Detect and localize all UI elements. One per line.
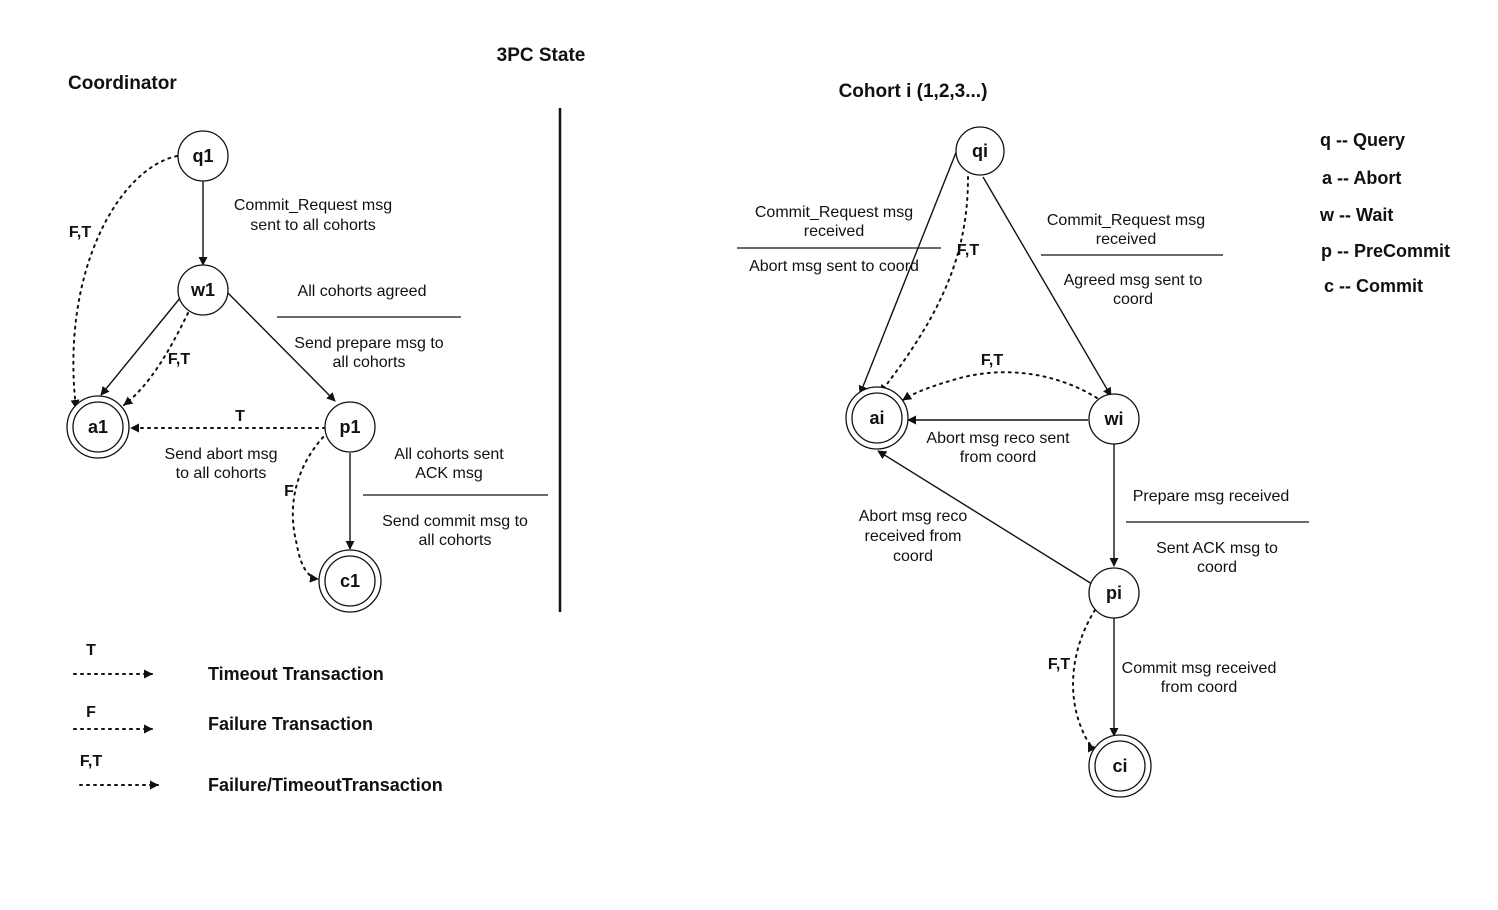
- label-qi-wi-condition-line1: Commit_Request msg: [1047, 212, 1205, 229]
- state-ci: ci: [1088, 734, 1152, 798]
- state-ai-label: ai: [869, 408, 884, 428]
- edge-p1-c1-failure: [291, 431, 329, 583]
- cohort-heading: Cohort i (1,2,3...): [839, 81, 988, 102]
- state-key: q -- Query a -- Abort w -- Wait p -- Pre…: [1319, 130, 1450, 296]
- diagram-title: 3PC State: [497, 45, 586, 66]
- label-p1-c1-condition-line1: All cohorts sent: [394, 446, 504, 463]
- legend-failure-symbol: F: [86, 704, 96, 721]
- transition-legend: T Timeout Transaction F Failure Transact…: [73, 642, 443, 795]
- label-q1-w1-line2: sent to all cohorts: [250, 217, 375, 234]
- tag-wi-ai: F,T: [981, 352, 1003, 369]
- tag-q1-a1: F,T: [69, 224, 91, 241]
- label-p1-c1-action-line1: Send commit msg to: [382, 513, 528, 530]
- label-w1-p1-action-line1: Send prepare msg to: [294, 335, 444, 352]
- edge-wi-ai-failure-timeout: [902, 371, 1098, 401]
- edge-qi-ai-failure-timeout: [879, 176, 969, 394]
- coordinator-heading: Coordinator: [68, 73, 177, 94]
- key-item-query: q -- Query: [1320, 130, 1405, 150]
- state-qi: qi: [955, 126, 1005, 176]
- label-p1-c1-action-line2: all cohorts: [419, 532, 492, 549]
- label-pi-ai-line3: coord: [893, 548, 933, 565]
- state-ci-label: ci: [1112, 756, 1127, 776]
- state-p1: p1: [324, 401, 376, 453]
- label-wi-ai-line2: from coord: [960, 449, 1036, 466]
- label-wi-pi-condition: Prepare msg received: [1133, 488, 1290, 505]
- key-item-precommit: p -- PreCommit: [1321, 241, 1450, 261]
- label-wi-pi-action-line2: coord: [1197, 559, 1237, 576]
- tag-p1-c1: F: [284, 483, 294, 500]
- state-qi-label: qi: [972, 141, 988, 161]
- state-a1-label: a1: [88, 417, 108, 437]
- label-qi-wi-condition-line2: received: [1096, 231, 1156, 248]
- key-item-commit: c -- Commit: [1324, 276, 1423, 296]
- label-w1-p1-condition: All cohorts agreed: [298, 283, 427, 300]
- legend-failure-text: Failure Transaction: [208, 714, 373, 734]
- state-wi: wi: [1088, 393, 1140, 445]
- edge-pi-ci-failure-timeout: [1072, 609, 1097, 753]
- label-p1-a1-line2: to all cohorts: [176, 465, 267, 482]
- label-wi-ai-line1: Abort msg reco sent: [926, 430, 1070, 447]
- tag-qi-ai: F,T: [957, 242, 979, 259]
- label-q1-w1-line1: Commit_Request msg: [234, 197, 392, 214]
- label-qi-wi-action-line1: Agreed msg sent to: [1064, 272, 1203, 289]
- key-item-abort: a -- Abort: [1322, 168, 1401, 188]
- legend-timeout-symbol: T: [86, 642, 96, 659]
- label-w1-p1-action-line2: all cohorts: [333, 354, 406, 371]
- label-qi-ai-condition-line1: Commit_Request msg: [755, 204, 913, 221]
- label-pi-ci-line2: from coord: [1161, 679, 1237, 696]
- label-p1-a1-line1: Send abort msg: [165, 446, 278, 463]
- state-q1-label: q1: [192, 146, 213, 166]
- legend-failure-timeout-symbol: F,T: [80, 753, 102, 770]
- edge-qi-wi: [982, 176, 1112, 397]
- state-p1-label: p1: [339, 417, 360, 437]
- legend-failure-timeout-text: Failure/TimeoutTransaction: [208, 775, 443, 795]
- state-c1: c1: [318, 549, 382, 613]
- state-w1: w1: [177, 264, 229, 316]
- edge-q1-a1-failure-timeout: [70, 155, 178, 409]
- state-wi-label: wi: [1103, 409, 1123, 429]
- tag-pi-ci: F,T: [1048, 656, 1070, 673]
- label-pi-ai-line2: received from: [865, 528, 962, 545]
- label-qi-ai-condition-line2: received: [804, 223, 864, 240]
- state-ai: ai: [845, 386, 909, 450]
- label-pi-ai-line1: Abort msg reco: [859, 508, 968, 525]
- legend-timeout-text: Timeout Transaction: [208, 664, 384, 684]
- edge-w1-p1: [224, 289, 336, 402]
- label-pi-ci-line1: Commit msg received: [1122, 660, 1277, 677]
- edge-pi-ai: [877, 450, 1093, 585]
- label-p1-c1-condition-line2: ACK msg: [415, 465, 483, 482]
- tag-w1-a1: F,T: [168, 351, 190, 368]
- key-item-wait: w -- Wait: [1319, 205, 1393, 225]
- state-q1: q1: [177, 130, 229, 182]
- label-qi-ai-action: Abort msg sent to coord: [749, 258, 919, 275]
- edge-w1-a1: [100, 291, 186, 396]
- state-a1: a1: [66, 395, 130, 459]
- state-pi-label: pi: [1106, 583, 1122, 603]
- state-w1-label: w1: [190, 280, 215, 300]
- label-wi-pi-action-line1: Sent ACK msg to: [1156, 540, 1278, 557]
- tag-p1-a1: T: [235, 408, 245, 425]
- label-qi-wi-action-line2: coord: [1113, 291, 1153, 308]
- state-pi: pi: [1088, 567, 1140, 619]
- edge-qi-ai: [858, 149, 958, 395]
- state-c1-label: c1: [340, 571, 360, 591]
